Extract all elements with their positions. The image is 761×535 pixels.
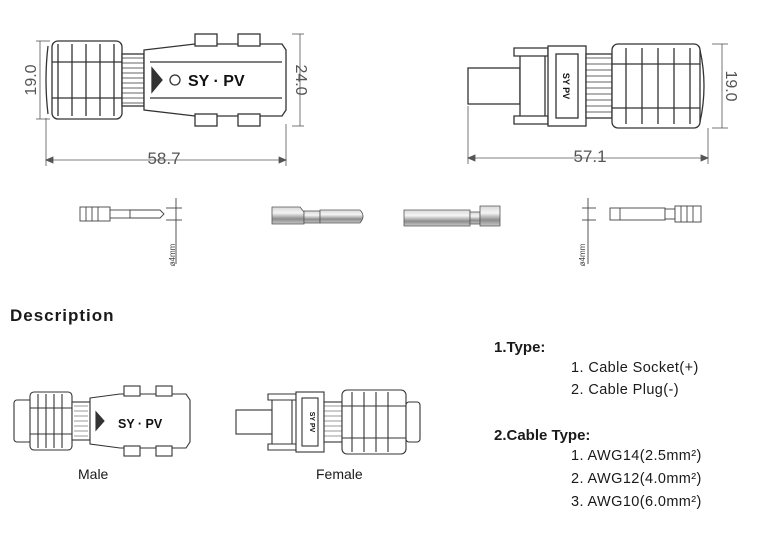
- type-heading: 1.Type:: [494, 339, 546, 356]
- cable-type-item: 2. AWG12(4.0mm²): [571, 471, 702, 487]
- female-dimensions: [466, 43, 728, 164]
- female-brand-label: SY PV: [561, 73, 571, 99]
- female-pin-drawing: [582, 198, 702, 264]
- male-dimensions: [36, 33, 304, 166]
- type-item: 1. Cable Socket(+): [571, 360, 699, 376]
- type-item: 2. Cable Plug(-): [571, 382, 679, 398]
- female-pin-diameter-label: ø4mm: [578, 243, 587, 266]
- male-small-brand-label: SY · PV: [118, 417, 163, 431]
- male-pin-drawing: [79, 198, 182, 264]
- male-caption: Male: [78, 466, 109, 482]
- female-caption: Female: [316, 466, 363, 482]
- male-pin-photo: [271, 206, 364, 225]
- description-title: Description: [10, 306, 115, 325]
- male-connector-small: [13, 385, 191, 457]
- female-connector-top: [467, 43, 705, 129]
- female-small-brand-label: SY PV: [308, 412, 315, 433]
- male-pin-diameter-label: ø4mm: [168, 243, 177, 266]
- male-height-right-label: 24.0: [292, 64, 309, 95]
- female-connector-small: [235, 389, 421, 455]
- female-height-label: 19.0: [722, 70, 739, 101]
- cable-type-heading: 2.Cable Type:: [494, 427, 591, 444]
- cable-type-item: 1. AWG14(2.5mm²): [571, 448, 702, 464]
- male-length-label: 58.7: [147, 149, 180, 168]
- male-connector-top: [45, 33, 287, 127]
- male-brand-label: SY · PV: [188, 73, 245, 90]
- male-height-left-label: 19.0: [23, 64, 40, 95]
- female-socket-photo: [403, 205, 501, 227]
- cable-type-item: 3. AWG10(6.0mm²): [571, 494, 702, 510]
- female-length-label: 57.1: [573, 147, 606, 166]
